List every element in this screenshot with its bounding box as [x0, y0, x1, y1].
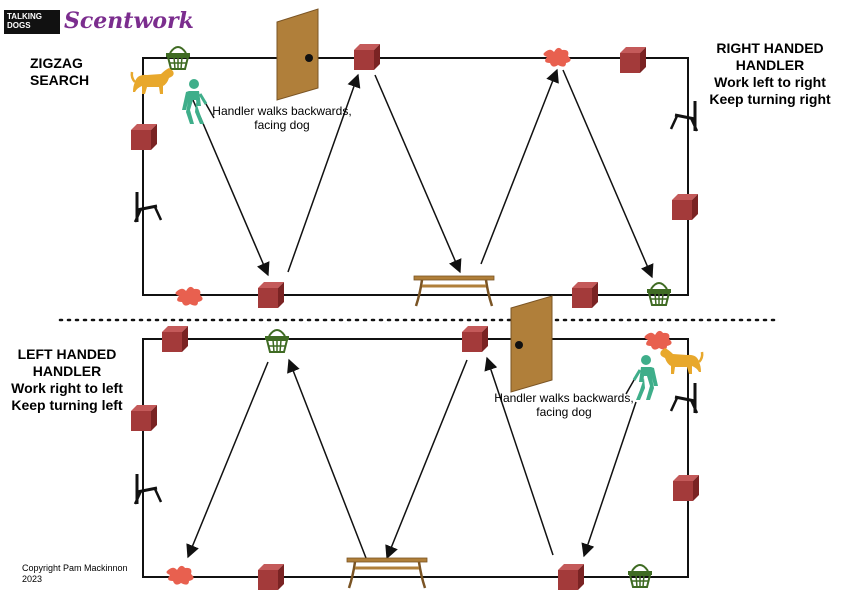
logo-small-bottom: DOGS	[7, 21, 31, 30]
copyright-line2: 2023	[22, 574, 43, 584]
box-icon	[572, 282, 598, 308]
note-bottom: Handler walks backwards, facing dog	[484, 391, 644, 419]
logo: TALKING DOGS Scentwork	[4, 8, 194, 40]
toy-icon	[166, 565, 194, 585]
arrow-icon	[484, 356, 554, 556]
box-icon	[162, 326, 188, 352]
arrow-icon	[374, 74, 462, 274]
arrow-icon	[562, 69, 654, 279]
arrow-icon	[192, 99, 270, 277]
diagram-title: ZIGZAG SEARCH	[30, 55, 90, 88]
box-icon	[131, 405, 157, 431]
right-handed-line1: RIGHT HANDED	[716, 40, 824, 56]
dog-icon	[659, 346, 704, 376]
left-handed-label: LEFT HANDED HANDLER Work right to left K…	[2, 346, 132, 414]
top-area	[130, 8, 699, 308]
chair-icon	[133, 472, 163, 506]
basket-icon	[646, 282, 672, 306]
table-icon	[345, 556, 429, 590]
copyright: Copyright Pam Mackinnon 2023	[22, 563, 128, 585]
arrow-icon	[480, 68, 559, 265]
toy-icon	[543, 47, 571, 67]
left-handed-line3: Work right to left	[11, 380, 123, 396]
box-icon	[258, 282, 284, 308]
left-handed-line2: HANDLER	[32, 363, 102, 379]
note-top-line1: Handler walks backwards,	[212, 104, 352, 118]
box-icon	[258, 564, 284, 590]
door-bottom	[510, 295, 553, 393]
basket-icon	[264, 329, 290, 353]
note-bottom-line2: facing dog	[536, 405, 592, 419]
box-icon	[558, 564, 584, 590]
note-top: Handler walks backwards, facing dog	[202, 104, 362, 132]
left-handed-line1: LEFT HANDED	[17, 346, 117, 362]
bottom-area	[131, 295, 704, 590]
logo-small-top: TALKING	[7, 12, 42, 21]
bottom-area-border	[142, 338, 689, 578]
door-knob-top	[305, 54, 313, 62]
toy-icon	[644, 330, 672, 350]
right-handed-label: RIGHT HANDED HANDLER Work left to right …	[700, 40, 840, 108]
arrow-icon	[385, 359, 468, 560]
chair-icon	[669, 381, 699, 415]
copyright-line1: Copyright Pam Mackinnon	[22, 563, 128, 573]
logo-badge: TALKING DOGS	[4, 10, 60, 34]
zigzag-bottom	[186, 356, 637, 560]
arrow-icon	[581, 401, 637, 558]
box-icon	[131, 124, 157, 150]
chair-icon	[133, 190, 163, 224]
arrow-icon	[287, 358, 367, 559]
door-top	[276, 8, 319, 101]
box-icon	[672, 194, 698, 220]
toy-icon	[175, 286, 203, 306]
dog-icon	[130, 66, 175, 96]
left-handed-line4: Keep turning left	[11, 397, 123, 413]
chair-icon	[669, 99, 699, 133]
box-icon	[620, 47, 646, 73]
basket-icon	[627, 564, 653, 588]
door-knob-bottom	[515, 341, 523, 349]
logo-script: Scentwork	[64, 8, 194, 34]
box-icon	[462, 326, 488, 352]
arrow-icon	[287, 73, 361, 273]
table-icon	[412, 274, 496, 308]
note-top-line2: facing dog	[254, 118, 310, 132]
arrow-icon	[186, 361, 269, 559]
basket-icon	[165, 46, 191, 70]
right-handed-line2: HANDLER	[735, 57, 805, 73]
box-icon	[354, 44, 380, 70]
top-area-border	[142, 57, 689, 296]
right-handed-line3: Work left to right	[714, 74, 826, 90]
right-handed-line4: Keep turning right	[709, 91, 831, 107]
zigzag-top	[192, 68, 654, 279]
box-icon	[673, 475, 699, 501]
note-bottom-line1: Handler walks backwards,	[494, 391, 634, 405]
